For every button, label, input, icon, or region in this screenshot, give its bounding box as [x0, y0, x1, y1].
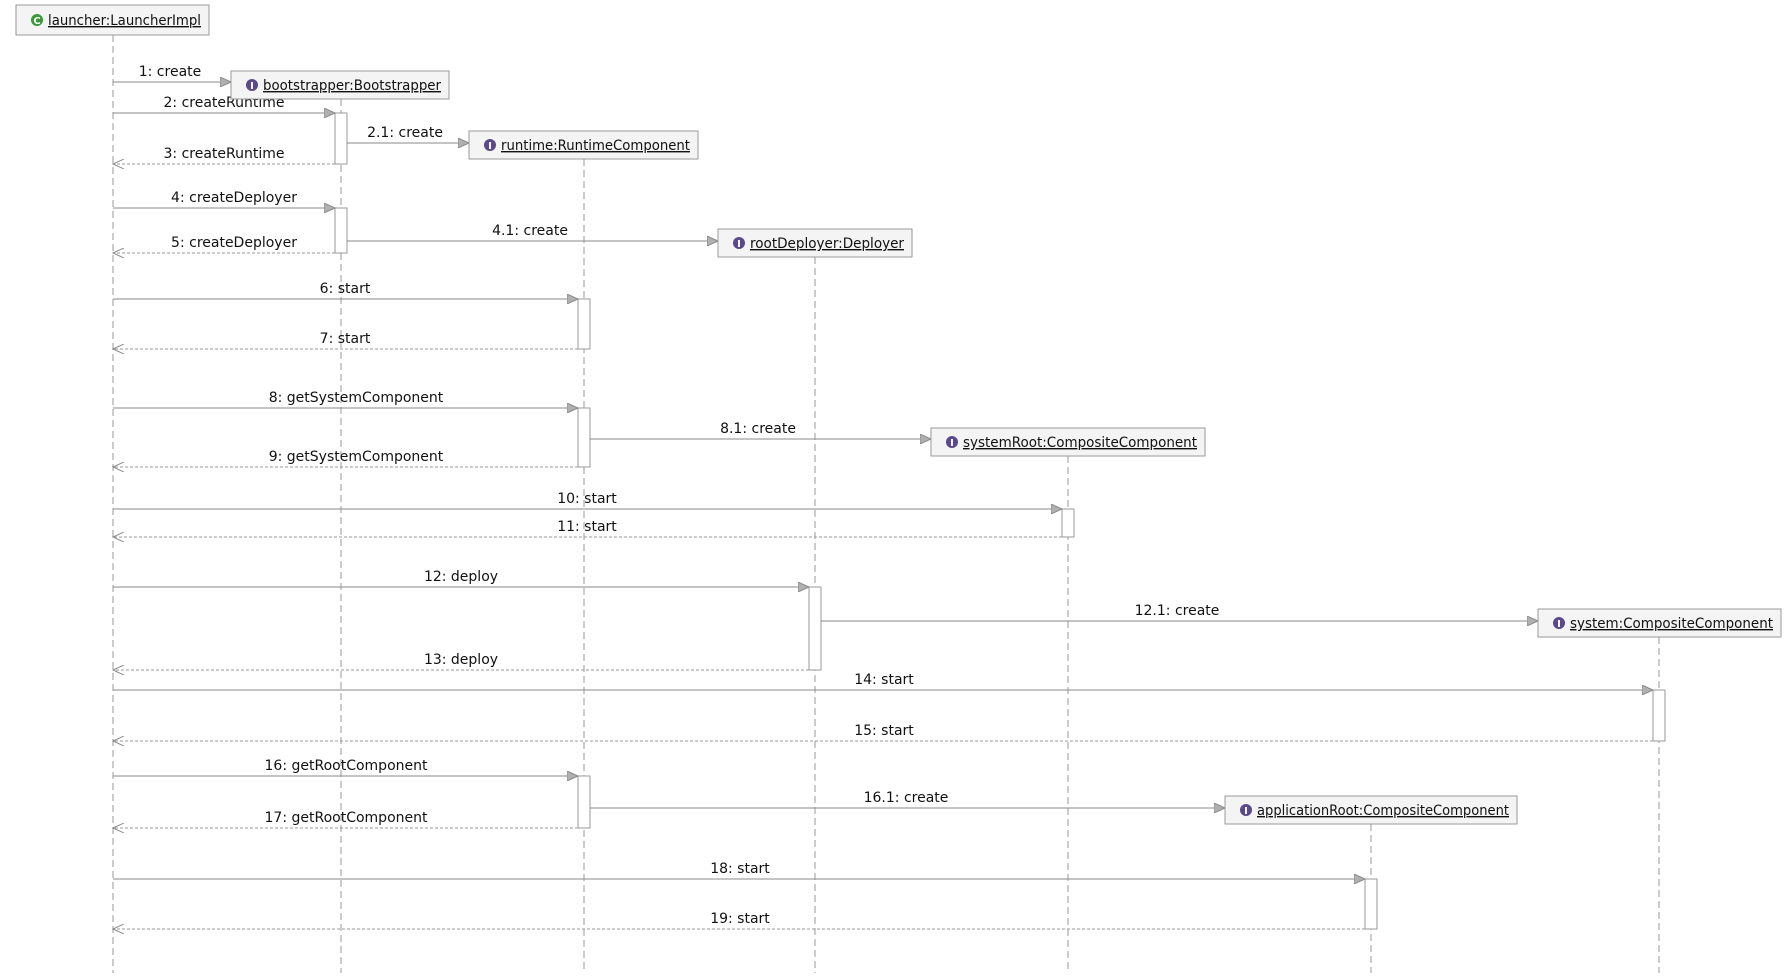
activation-bar-runtime: [577, 775, 591, 829]
message-label: 7: start: [320, 331, 371, 347]
message-label: 6: start: [320, 281, 371, 297]
interface-icon: I: [246, 79, 258, 92]
participant-label: system:CompositeComponent: [1570, 616, 1773, 632]
class-icon: C: [31, 14, 43, 27]
participant-box[interactable]: [230, 70, 450, 100]
interface-icon: I: [1240, 804, 1252, 817]
message-label: 11: start: [557, 519, 617, 535]
activation-bar-bootstrapper: [334, 112, 348, 165]
activation-bar-bootstrapper: [334, 207, 348, 254]
interface-icon: I: [484, 139, 496, 152]
icon-letter: I: [1244, 806, 1248, 817]
message-label: 16: getRootComponent: [265, 758, 428, 774]
interface-icon: I: [1553, 617, 1565, 630]
participant-box[interactable]: [468, 130, 699, 160]
participant-box[interactable]: [15, 4, 210, 36]
icon-letter: I: [737, 239, 741, 250]
participant-label: runtime:RuntimeComponent: [501, 138, 690, 154]
participant-box[interactable]: [930, 427, 1206, 457]
message-label: 17: getRootComponent: [265, 810, 428, 826]
participant-box[interactable]: [1537, 608, 1782, 638]
activation-bar-rootDeployer: [808, 586, 822, 671]
message-label: 8.1: create: [720, 421, 796, 437]
message-label: 5: createDeployer: [171, 235, 297, 251]
participant-box[interactable]: [717, 228, 913, 258]
message-label: 15: start: [854, 723, 914, 739]
message-label: 4: createDeployer: [171, 190, 297, 206]
activation-bar-systemRoot: [1061, 508, 1075, 538]
message-label: 16.1: create: [864, 790, 949, 806]
icon-letter: I: [1557, 619, 1561, 630]
participant-label: systemRoot:CompositeComponent: [963, 435, 1197, 451]
activation-bar-runtime: [577, 407, 591, 468]
message-label: 12: deploy: [424, 569, 498, 585]
participant-label: launcher:LauncherImpl: [48, 13, 201, 29]
participant-box[interactable]: [1224, 795, 1518, 825]
message-label: 1: create: [139, 64, 202, 80]
icon-letter: I: [250, 81, 254, 92]
interface-icon: I: [946, 436, 958, 449]
message-label: 19: start: [710, 911, 770, 927]
activation-bar-applicationRoot: [1364, 878, 1378, 930]
icon-letter: I: [950, 438, 954, 449]
icon-letter: C: [33, 16, 40, 27]
participant-label: rootDeployer:Deployer: [750, 236, 904, 252]
participant-label: applicationRoot:CompositeComponent: [1257, 803, 1509, 819]
message-label: 13: deploy: [424, 652, 498, 668]
message-label: 4.1: create: [492, 223, 568, 239]
interface-icon: I: [733, 237, 745, 250]
activation-bar-runtime: [577, 298, 591, 350]
message-label: 9: getSystemComponent: [269, 449, 444, 465]
message-label: 2.1: create: [367, 125, 443, 141]
message-label: 12.1: create: [1135, 603, 1220, 619]
activation-bar-system: [1652, 689, 1666, 742]
message-label: 10: start: [557, 491, 617, 507]
message-label: 8: getSystemComponent: [269, 390, 444, 406]
participant-label: bootstrapper:Bootstrapper: [263, 78, 441, 94]
icon-letter: I: [488, 141, 492, 152]
message-label: 18: start: [710, 861, 770, 877]
message-label: 14: start: [854, 672, 914, 688]
message-label: 3: createRuntime: [164, 146, 285, 162]
